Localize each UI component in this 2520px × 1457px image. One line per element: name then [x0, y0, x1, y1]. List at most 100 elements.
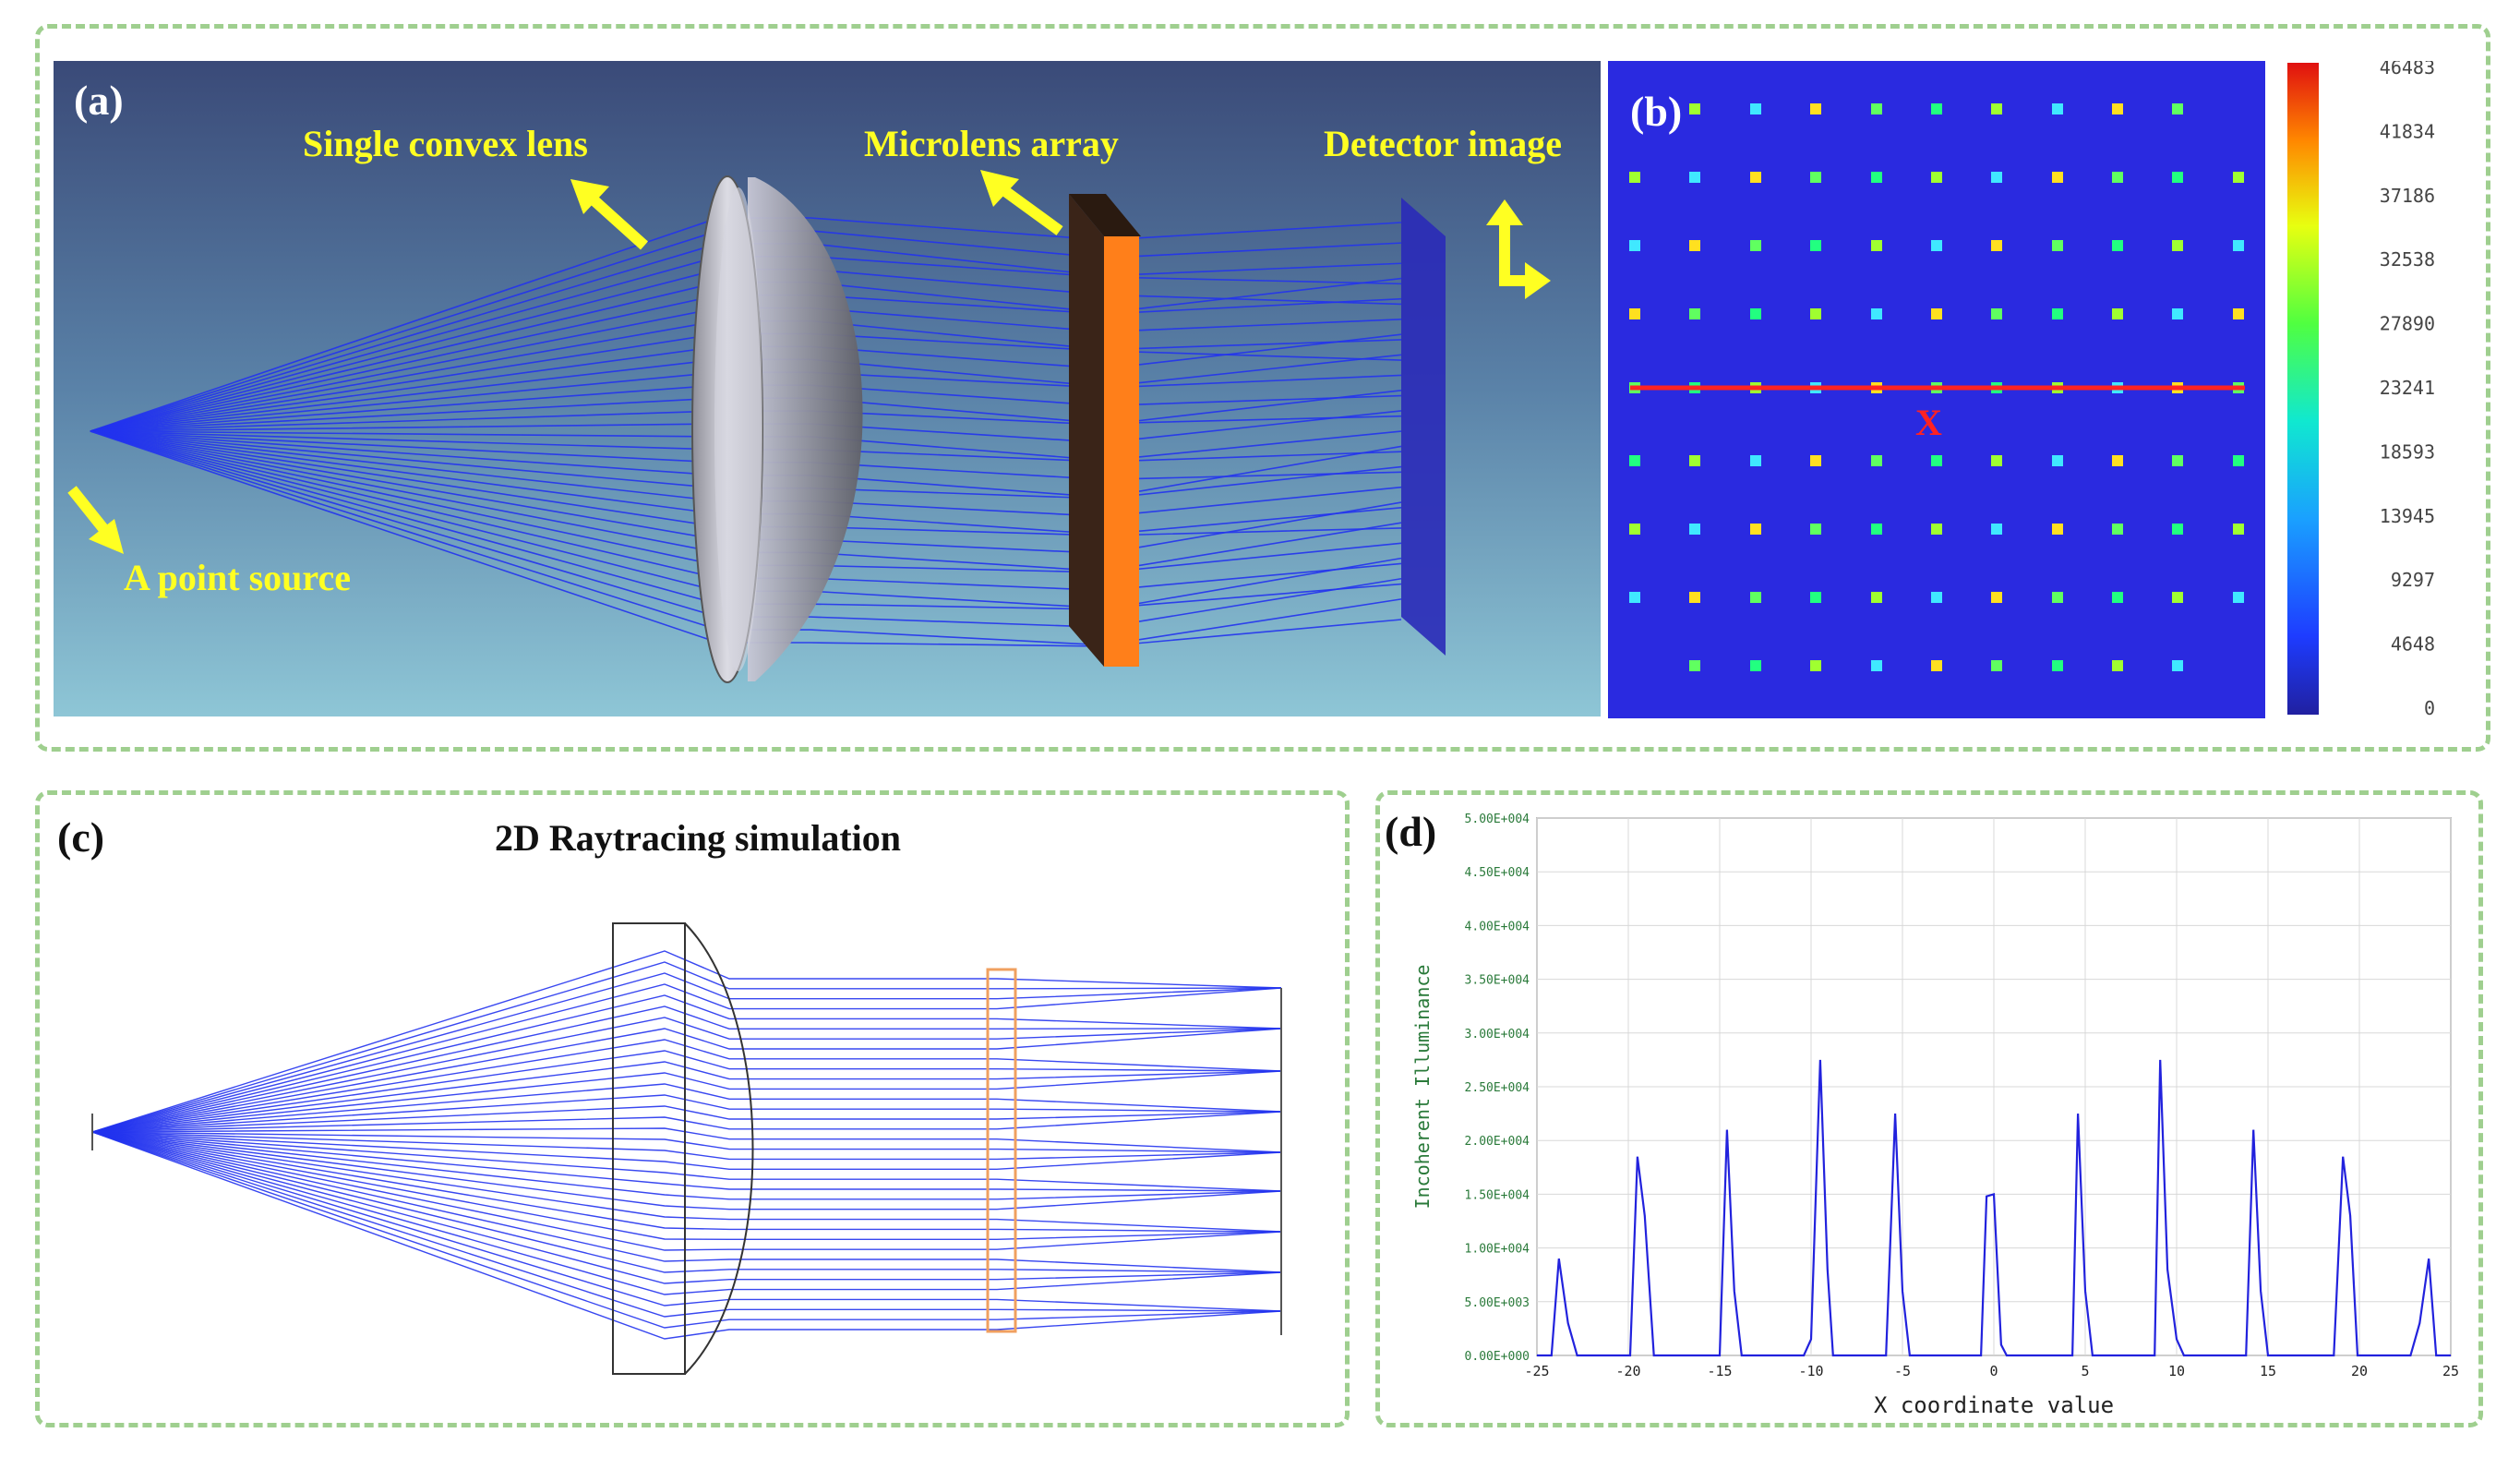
x-tick-label: -20 [1615, 1363, 1640, 1379]
panel-b-label: (b) [1630, 88, 1683, 135]
detector-spot [2233, 592, 2244, 603]
detector-spots [1629, 103, 2244, 671]
detector-spot [2052, 103, 2063, 114]
ray-c [91, 1131, 1282, 1273]
ray-c [91, 1083, 1282, 1133]
detector-spot [1991, 103, 2002, 114]
ray-c [91, 1005, 1282, 1133]
x-tick-label: -5 [1894, 1363, 1911, 1379]
detector-spot [1810, 172, 1821, 183]
label-point-source: A point source [124, 557, 351, 598]
detector-spot [2233, 455, 2244, 466]
ray-c [91, 1131, 1282, 1153]
detector-spot [2052, 524, 2063, 535]
detector-spot [1810, 240, 1821, 251]
detector-spot [2052, 455, 2063, 466]
y-tick-label: 1.00E+004 [1465, 1243, 1530, 1257]
panel-c-label: (c) [57, 813, 105, 861]
detector-spot [1810, 103, 1821, 114]
detector-spot [1871, 660, 1882, 671]
colorbar-tick-label: 27890 [2380, 313, 2435, 335]
detector-spot [1991, 172, 2002, 183]
detector-spot [2052, 592, 2063, 603]
ray-c [91, 961, 1282, 1133]
ray-c [91, 1131, 1282, 1318]
ray-c [91, 1131, 1282, 1170]
label-microlens-array: Microlens array [864, 123, 1119, 164]
detector-spot [1689, 592, 1700, 603]
ray-c [91, 1131, 1282, 1251]
ray-c [91, 950, 1282, 1133]
detector-spot [1750, 524, 1761, 535]
x-tick-label: -15 [1707, 1363, 1732, 1379]
ray-c [91, 1131, 1282, 1273]
detector-spot [1991, 240, 2002, 251]
ray-c [91, 1131, 1282, 1240]
y-tick-label: 3.50E+004 [1465, 974, 1530, 988]
frame-top [35, 24, 2490, 752]
ray-c [91, 1094, 1282, 1133]
detector-spot [2112, 103, 2123, 114]
ray-c [91, 1131, 1282, 1192]
colorbar-tick-label: 18593 [2380, 440, 2435, 463]
series-line-illuminance [1537, 1059, 2451, 1357]
colorbar-tick-label: 37186 [2380, 185, 2435, 207]
panel-a-scene [54, 61, 1601, 716]
detector-spot [1931, 592, 1942, 603]
detector-spot [1810, 308, 1821, 319]
y-tick-label: 5.00E+004 [1465, 813, 1530, 826]
ray-a [90, 217, 1402, 432]
x-axis-label: X coordinate value [1874, 1392, 2114, 1418]
detector-spot [2172, 172, 2183, 183]
frame-bottom-left [35, 790, 1350, 1427]
ray-c [91, 1039, 1282, 1133]
chart-series [1537, 1059, 2451, 1357]
ray-c [91, 1131, 1282, 1210]
ray-c [91, 1105, 1282, 1133]
detector-spot [1810, 524, 1821, 535]
colorbar-tick-label: 0 [2424, 697, 2435, 718]
detector-spot [2233, 524, 2244, 535]
label-single-convex-lens: Single convex lens [303, 123, 588, 164]
ray-c [91, 1070, 1282, 1133]
colorbar [2287, 63, 2319, 715]
detector-spot [1810, 592, 1821, 603]
chart-grid [1536, 817, 2452, 1356]
detector-spot [2052, 660, 2063, 671]
y-tick-label: 4.00E+004 [1465, 920, 1530, 933]
ray-c [91, 1131, 1282, 1161]
detector-spot [1689, 240, 1700, 251]
ray-c [91, 1131, 1282, 1340]
detector-spot [1931, 660, 1942, 671]
detector-spot [1931, 172, 1942, 183]
detector-spot [1629, 240, 1640, 251]
ray-c [91, 1111, 1282, 1133]
colorbar-tick-label: 13945 [2380, 505, 2435, 527]
detector-spot [2052, 172, 2063, 183]
ray-c [91, 1131, 1282, 1329]
detector-spot [1810, 660, 1821, 671]
y-tick-label: 5.00E+003 [1465, 1296, 1530, 1310]
detector-spot [2172, 660, 2183, 671]
detector-spot [2052, 308, 2063, 319]
detector-spot [1931, 240, 1942, 251]
x-tick-label: -25 [1524, 1363, 1549, 1379]
ray-c [91, 972, 1282, 1133]
y-tick-label: 0.00E+000 [1465, 1350, 1530, 1364]
ray-c [91, 1028, 1282, 1133]
detector-spot [2052, 240, 2063, 251]
detector-spot [1991, 455, 2002, 466]
x-tick-label: 20 [2351, 1363, 2368, 1379]
y-axis-label: Incoherent Illuminance [1411, 965, 1434, 1210]
panel-a-label: (a) [74, 77, 124, 124]
detector-spot [1689, 308, 1700, 319]
detector-spot [1629, 308, 1640, 319]
detector-spot [1871, 172, 1882, 183]
panel-c-microlens-array [986, 968, 1017, 1333]
detector-spot [2172, 240, 2183, 251]
x-tick-label: -10 [1798, 1363, 1823, 1379]
frame-bottom-right [1375, 790, 2483, 1427]
detector-spot [1750, 592, 1761, 603]
panel-b-detector-image: 4648341834371863253827890232411859313945… [1608, 56, 2435, 719]
